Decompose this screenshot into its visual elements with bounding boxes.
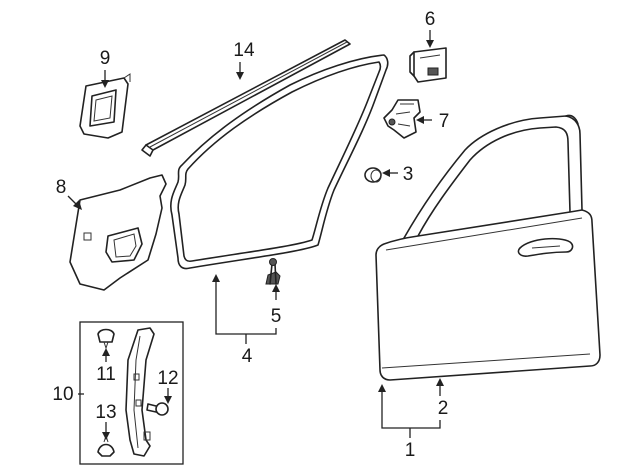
part-3-bumper[interactable] <box>364 167 382 183</box>
callout-2: 2 <box>438 398 449 419</box>
callout-3: 3 <box>403 164 414 185</box>
callout-13: 13 <box>95 402 116 423</box>
callout-10: 10 <box>52 384 73 405</box>
callout-6: 6 <box>425 9 436 30</box>
callout-7: 7 <box>439 111 450 132</box>
part-10-strip[interactable] <box>125 327 155 457</box>
callout-labels: 14 9 6 7 3 8 5 4 2 1 10 11 12 13 <box>52 9 449 461</box>
callout-1: 1 <box>405 440 416 461</box>
part-9-trim-panel[interactable] <box>79 73 131 139</box>
callout-8: 8 <box>56 177 67 198</box>
part-14-belt-strip[interactable] <box>141 39 351 157</box>
part-1-front-door[interactable] <box>375 114 601 381</box>
callout-12: 12 <box>157 368 178 389</box>
part-4-weatherstrip[interactable] <box>170 54 389 270</box>
callout-9: 9 <box>100 48 111 69</box>
part-8-inner-panel[interactable] <box>69 174 167 291</box>
leader-lines <box>67 30 444 440</box>
part-13-clip[interactable] <box>97 434 115 457</box>
part-7-door-check[interactable] <box>383 99 421 139</box>
part-10-group-box <box>79 321 184 465</box>
callout-14: 14 <box>233 40 255 61</box>
part-11-clip[interactable] <box>97 328 115 350</box>
callout-5: 5 <box>271 306 282 327</box>
callout-11: 11 <box>96 364 116 385</box>
part-12-screw[interactable] <box>146 402 169 416</box>
part-5-clip[interactable] <box>265 258 281 285</box>
part-6-bracket[interactable] <box>409 47 447 83</box>
callout-4: 4 <box>242 346 253 367</box>
